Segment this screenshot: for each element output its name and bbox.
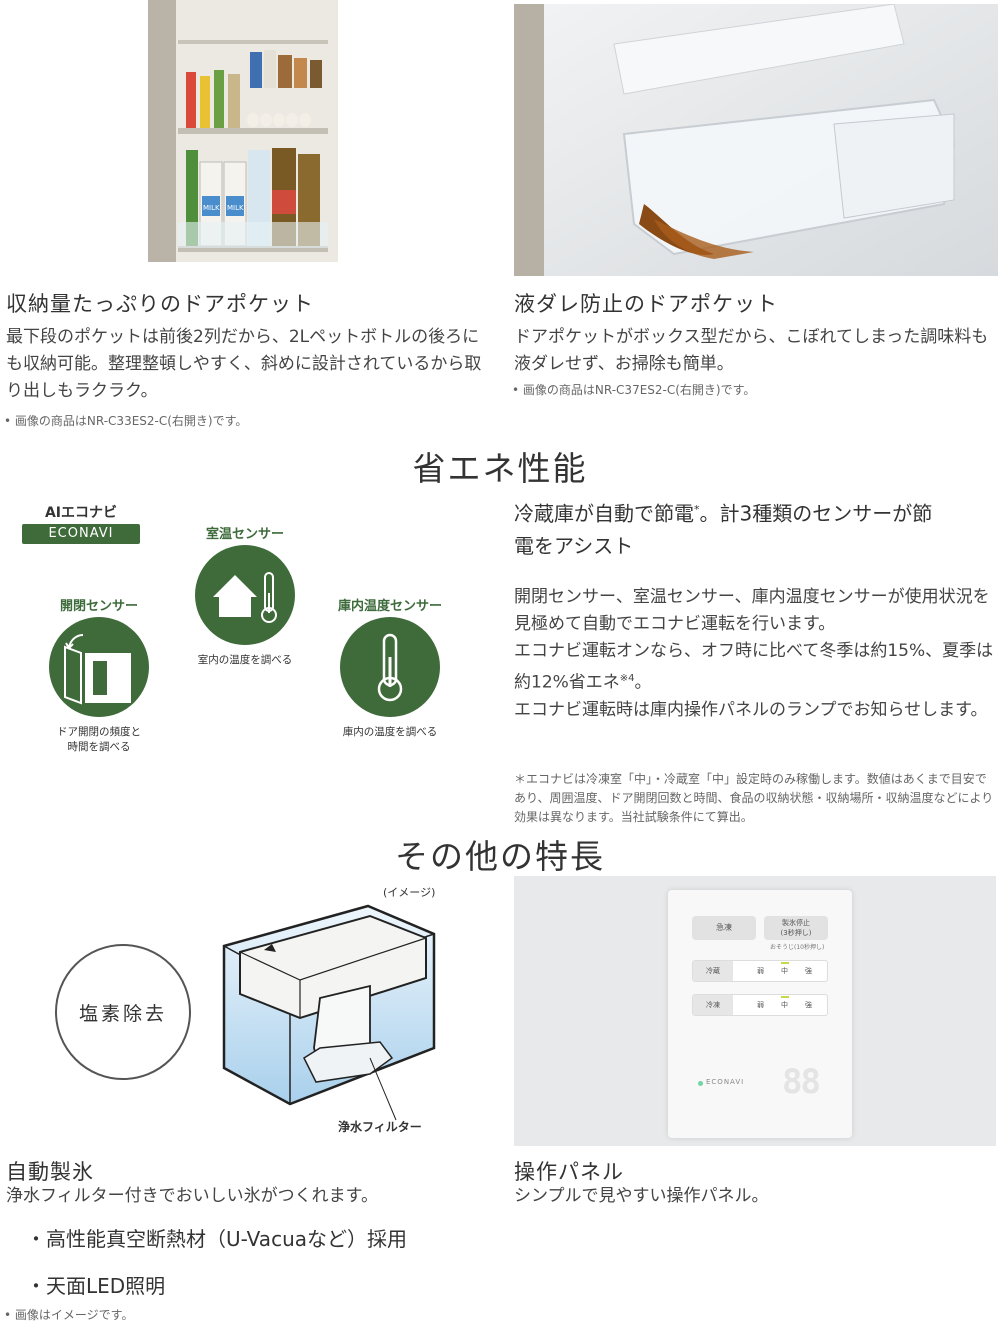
chlorine-removal-label: 塩素除去 — [78, 1002, 167, 1025]
ice-caption: (イメージ) — [383, 886, 436, 899]
door-pocket-illustration — [514, 4, 998, 276]
filter-label: 浄水フィルター — [338, 1120, 422, 1134]
energy-para2: エコナビ運転オンなら、オフ時に比べて冬季は約15%、夏季は約12%省エネ※4。 — [514, 638, 998, 697]
inner-temp-sensor-circle — [340, 617, 440, 717]
room-temp-sensor-desc: 室内の温度を調べる — [197, 654, 293, 666]
thermometer-icon — [377, 633, 403, 702]
freezer-setting-row[interactable]: 冷凍 弱 中 強 — [692, 994, 828, 1016]
inner-temp-sensor-desc: 庫内の温度を調べる — [342, 726, 438, 738]
freezer-level-weak: 弱 — [757, 1001, 764, 1009]
energy-headline-line2: 電をアシスト — [514, 533, 634, 558]
feature-bullet-led: ・天面LED照明 — [26, 1274, 166, 1298]
energy-headline-part1: 冷蔵庫が自動で節電 — [514, 501, 694, 526]
econavi-panel-label: ECONAVI — [706, 1078, 745, 1086]
chlorine-removal-badge: 塩素除去 — [55, 944, 191, 1080]
fridge-row-label: 冷蔵 — [693, 961, 733, 981]
control-panel: 急凍 製氷停止 (3秒押し) おそうじ(10秒押し) 冷蔵 弱 中 強 冷凍 弱… — [668, 890, 852, 1138]
ice-maker-title: 自動製氷 — [6, 1160, 94, 1184]
quick-freeze-label: 急凍 — [716, 923, 732, 932]
ice-stop-button[interactable]: 製氷停止 (3秒押し) — [764, 916, 828, 940]
door-sensor-label: 開閉センサー — [59, 599, 138, 614]
drip-pocket-body: ドアポケットがボックス型だから、こぼれてしまった調味料も液ダレせず、お掃除も簡単… — [514, 327, 989, 374]
energy-headline-sup: * — [694, 503, 700, 516]
feature-bullet-vacuum: ・高性能真空断熱材（U-Vacuaなど）採用 — [26, 1227, 407, 1251]
quick-freeze-button[interactable]: 急凍 — [692, 916, 756, 940]
temperature-display: 88 — [782, 1062, 821, 1102]
energy-para1: 開閉センサー、室温センサー、庫内温度センサーが使用状況を見極めて自動でエコナビ運… — [514, 587, 990, 634]
fridge-level-strong: 強 — [805, 967, 812, 975]
freezer-row-label: 冷凍 — [693, 995, 733, 1015]
room-temp-sensor-circle — [195, 545, 295, 645]
energy-body: 開閉センサー、室温センサー、庫内温度センサーが使用状況を見極めて自動でエコナビ運… — [514, 584, 998, 724]
fridge-level-weak: 弱 — [757, 967, 764, 975]
door-sensor-desc-line1: ドア開閉の頻度と — [57, 726, 141, 738]
door-sensor-desc-line2: 時間を調べる — [67, 741, 131, 753]
other-section-title: その他の特長 — [395, 837, 605, 876]
freezer-level-strong: 強 — [805, 1001, 812, 1009]
energy-para3: エコナビ運転時は庫内操作パネルのランプでお知らせします。 — [514, 699, 988, 720]
ice-maker-body: 浄水フィルター付きでおいしい氷がつくれます。 — [6, 1186, 378, 1206]
milk-label-2: MILK — [227, 204, 244, 212]
storage-pocket-title: 収納量たっぷりのドアポケット — [6, 292, 314, 316]
fridge-level-mid: 中 — [781, 967, 788, 975]
control-panel-photo: 急凍 製氷停止 (3秒押し) おそうじ(10秒押し) 冷蔵 弱 中 強 冷凍 弱… — [514, 876, 996, 1146]
ice-maker-illustration — [220, 898, 440, 1124]
door-pocket-drip-photo — [514, 4, 998, 276]
door-sensor-icon — [64, 634, 131, 705]
fridge-level-indicator-icon — [781, 962, 789, 964]
energy-para2-b: 。 — [634, 672, 652, 693]
water-tank-icon — [222, 904, 436, 1121]
energy-headline: 冷蔵庫が自動で節電*。計3種類のセンサーが節 電をアシスト — [514, 494, 998, 562]
door-sensor-circle — [49, 617, 149, 717]
energy-para2-a: エコナビ運転オンなら、オフ時に比べて冬季は約15%、夏季は約12%省エネ — [514, 641, 994, 693]
econavi-logo-top: AIエコナビ — [44, 505, 118, 521]
ice-stop-label: 製氷停止 — [782, 919, 810, 927]
door-sensor-desc: ドア開閉の頻度と 時間を調べる — [39, 725, 159, 755]
image-note: • 画像はイメージです。 — [4, 1308, 134, 1322]
storage-pocket-body: 最下段のポケットは前後2列だから、2Lペットボトルの後ろにも収納可能。整理整頓し… — [6, 327, 482, 401]
ice-stop-hint: おそうじ(10秒押し) — [770, 944, 825, 951]
energy-footnote: ＊エコナビは冷凍室「中」・冷蔵室「中」設定時のみ稼働します。数値はあくまで目安で… — [514, 772, 994, 824]
econavi-lamp-icon — [698, 1081, 703, 1086]
freezer-level-mid: 中 — [781, 1001, 788, 1009]
milk-label-1: MILK — [203, 204, 220, 212]
econavi-logo: AIエコナビ ECONAVI — [22, 505, 140, 547]
drip-pocket-title: 液ダレ防止のドアポケット — [514, 292, 778, 316]
control-panel-body: シンプルで見やすい操作パネル。 — [514, 1186, 769, 1206]
energy-para2-sup: ※4 — [619, 673, 635, 684]
fridge-door-photo: MILK MILK — [148, 0, 338, 262]
ice-stop-sub-label: (3秒押し) — [780, 929, 812, 937]
fridge-setting-row[interactable]: 冷蔵 弱 中 強 — [692, 960, 828, 982]
econavi-logo-bottom: ECONAVI — [22, 524, 140, 544]
freezer-level-indicator-icon — [781, 996, 789, 998]
inner-temp-sensor-label: 庫内温度センサー — [337, 599, 442, 614]
storage-pocket-note: • 画像の商品はNR-C33ES2-C(右開き)です。 — [4, 414, 248, 428]
house-thermometer-icon — [213, 572, 277, 623]
control-panel-title: 操作パネル — [514, 1160, 624, 1184]
drip-pocket-note: • 画像の商品はNR-C37ES2-C(右開き)です。 — [512, 383, 756, 397]
energy-headline-part2: 。計3種類のセンサーが節 — [699, 501, 933, 526]
energy-section-title: 省エネ性能 — [412, 449, 588, 488]
room-temp-sensor-label: 室温センサー — [205, 527, 284, 542]
fridge-door-illustration: MILK MILK — [148, 0, 338, 262]
